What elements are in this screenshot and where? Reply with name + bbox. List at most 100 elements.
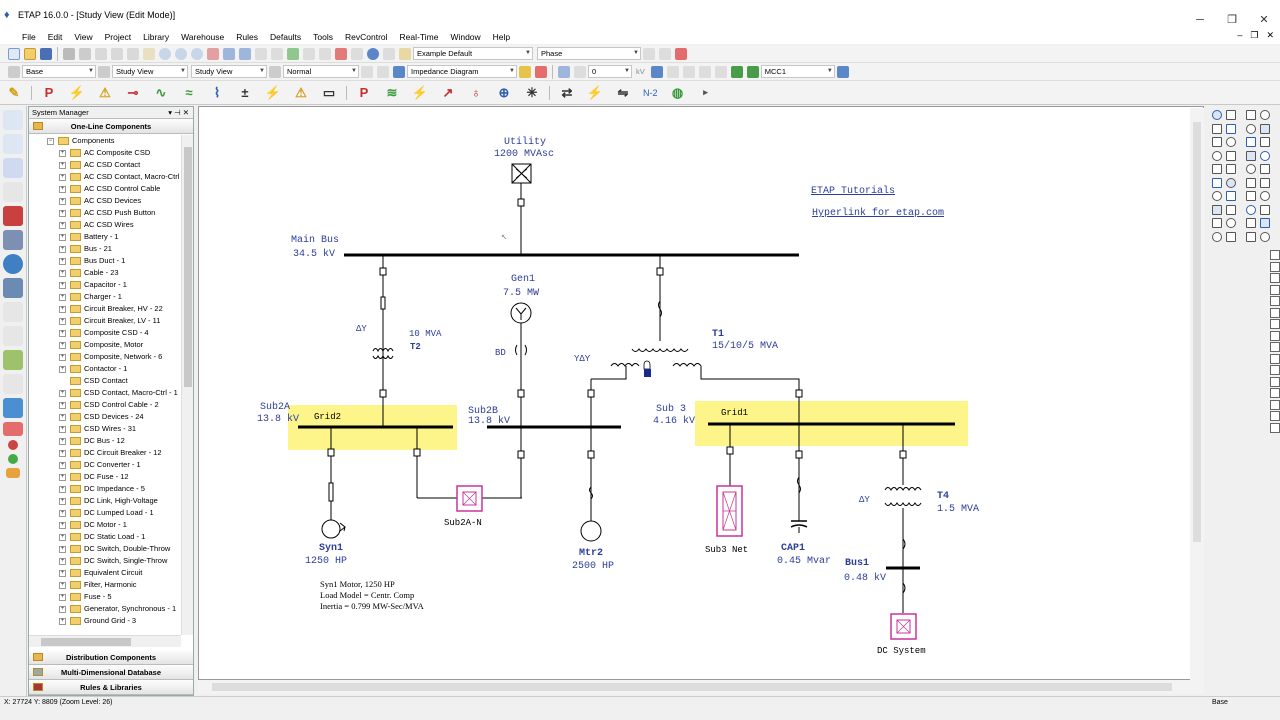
menu-rules[interactable]: Rules [236, 32, 258, 42]
tree-item[interactable]: +Bus - 21 [59, 244, 112, 253]
edit-mode-pencil-icon[interactable]: ✎ [8, 84, 20, 100]
tree-root-components[interactable]: −Components [47, 136, 115, 145]
impedance-icon[interactable] [1226, 123, 1236, 134]
underground-raceway-icon[interactable] [3, 302, 23, 322]
expand-icon[interactable]: + [59, 270, 66, 277]
syn1-motor-icon[interactable] [321, 519, 341, 539]
harmonic-analysis-icon[interactable]: ∿ [155, 84, 167, 100]
arrow-down-icon[interactable] [650, 65, 663, 78]
t1-switch[interactable] [658, 300, 662, 318]
theme-icon[interactable] [303, 47, 315, 60]
view-select[interactable]: Study View▼ [191, 65, 267, 78]
expand-icon[interactable]: + [59, 462, 66, 469]
expand-icon[interactable]: + [59, 186, 66, 193]
expand-icon[interactable]: + [59, 618, 66, 625]
canvas-horizontal-scrollbar[interactable] [198, 680, 1204, 694]
wind-icon[interactable] [1246, 191, 1256, 201]
expand-icon[interactable]: + [59, 174, 66, 181]
battery-icon[interactable] [1212, 218, 1222, 228]
palette-extra-element-icon[interactable] [1270, 296, 1280, 306]
tree-item[interactable]: +Circuit Breaker, LV - 11 [59, 316, 161, 325]
tree-item[interactable]: +Contactor - 1 [59, 364, 128, 373]
tree-item[interactable]: +Equivalent Circuit [59, 568, 143, 577]
tree-item[interactable]: +CSD Control Cable - 2 [59, 400, 159, 409]
contactor-icon[interactable] [1260, 137, 1270, 147]
capacitor-icon[interactable] [1226, 164, 1236, 174]
expand-icon[interactable]: + [59, 594, 66, 601]
harmonic-filter-icon[interactable] [1226, 231, 1236, 242]
voltage-filter-icon[interactable] [574, 65, 586, 78]
n-2-contingency-button[interactable]: N-2 [643, 87, 658, 98]
ground-grid-icon[interactable]: ♁ [471, 85, 481, 100]
short-circuit-icon[interactable]: ⚡ [68, 84, 86, 100]
canvas-vertical-scrollbar[interactable] [1190, 108, 1204, 680]
expand-icon[interactable]: + [59, 450, 66, 457]
tree-item[interactable]: +DC Static Load - 1 [59, 532, 146, 541]
palette-extra-element-icon[interactable] [1270, 353, 1280, 364]
layout-icon[interactable] [377, 65, 389, 78]
menu-library[interactable]: Library [143, 32, 170, 42]
grid-icon[interactable] [1246, 231, 1256, 242]
expand-icon[interactable]: + [59, 354, 66, 361]
doc-close-button[interactable]: ✕ [1266, 30, 1274, 40]
status-green-icon[interactable] [8, 454, 18, 464]
utility-breaker[interactable] [517, 198, 525, 207]
charger-icon[interactable] [1246, 204, 1256, 215]
vfd-icon[interactable] [1226, 204, 1236, 215]
tree-item[interactable]: +CSD Contact, Macro-Ctrl - 1 [59, 388, 178, 397]
arc-flash-mode-icon[interactable] [3, 206, 23, 226]
expand-icon[interactable]: + [59, 498, 66, 505]
close-icon[interactable]: ✕ [182, 108, 189, 117]
hyperlink-icon[interactable] [319, 47, 331, 60]
palette-extra-element-icon[interactable] [1270, 284, 1280, 295]
tree-item[interactable]: +DC Switch, Single-Throw [59, 556, 168, 565]
tree-item[interactable]: +Ground Grid - 3 [59, 616, 137, 625]
transformer-t1-icon[interactable] [610, 348, 702, 367]
utility-icon[interactable] [511, 163, 532, 184]
etap-tutorials-link[interactable]: ETAP Tutorials [811, 185, 895, 197]
composite-icon[interactable] [1226, 218, 1236, 228]
ct-icon[interactable] [1246, 177, 1256, 188]
svc-icon[interactable] [1226, 191, 1236, 201]
collapse-icon[interactable]: − [47, 138, 54, 145]
reactor-icon[interactable] [1246, 123, 1256, 134]
expand-icon[interactable]: + [59, 234, 66, 241]
sub2b-tie-breaker[interactable] [517, 450, 525, 459]
go-forward-icon[interactable] [746, 65, 759, 78]
dc-edit-icon[interactable] [3, 134, 23, 154]
display-options-icon[interactable] [558, 65, 570, 78]
t1-primary-breaker[interactable] [656, 267, 664, 276]
menu-warehouse[interactable]: Warehouse [181, 32, 225, 42]
palette-extra-element-icon[interactable] [1270, 319, 1280, 329]
phase-select[interactable]: Phase▼ [537, 47, 641, 60]
toolbar-more-icon[interactable]: ▸ [703, 87, 708, 97]
tree-item[interactable]: +DC Motor - 1 [59, 520, 127, 529]
schedule-icon[interactable] [351, 47, 363, 60]
mode-select[interactable]: Normal▼ [283, 65, 359, 78]
menu-tools[interactable]: Tools [313, 32, 334, 42]
palette-extra-element-icon[interactable] [1270, 411, 1280, 421]
transformer-t4-icon[interactable] [884, 487, 922, 506]
protection-icon[interactable]: ⚡ [586, 84, 604, 100]
fuse-icon[interactable] [1226, 137, 1236, 147]
tree-item[interactable]: +AC CSD Contact, Macro-Ctrl [59, 172, 180, 181]
motor-acceleration-icon[interactable]: ⊸ [127, 84, 139, 100]
relay-icon[interactable] [1212, 177, 1222, 188]
dc-load-flow-icon[interactable]: P [359, 85, 369, 100]
matrix-icon[interactable] [698, 65, 711, 78]
tree-item[interactable]: +Filter, Harmonic [59, 580, 137, 589]
expand-icon[interactable]: + [59, 210, 66, 217]
tree-item[interactable]: +Capacitor - 1 [59, 280, 127, 289]
configuration-select[interactable]: Example Default▼ [413, 47, 533, 60]
tie-icon[interactable] [682, 65, 695, 78]
expand-icon[interactable]: + [59, 246, 66, 253]
expand-icon[interactable]: + [59, 162, 66, 169]
text-box-icon[interactable] [255, 47, 267, 60]
expand-icon[interactable]: + [59, 150, 66, 157]
panel-systems-icon[interactable] [3, 278, 23, 298]
dc-arc-flash-icon[interactable]: ⚠ [295, 84, 307, 100]
scroll-thumb[interactable] [1193, 122, 1201, 542]
tree-item[interactable]: +Charger - 1 [59, 292, 122, 301]
one-line-diagram-canvas[interactable]: Utility 1200 MVAsc ↖ Main Bus 34.5 kV ET… [198, 106, 1204, 680]
grid-icon[interactable] [271, 47, 283, 60]
